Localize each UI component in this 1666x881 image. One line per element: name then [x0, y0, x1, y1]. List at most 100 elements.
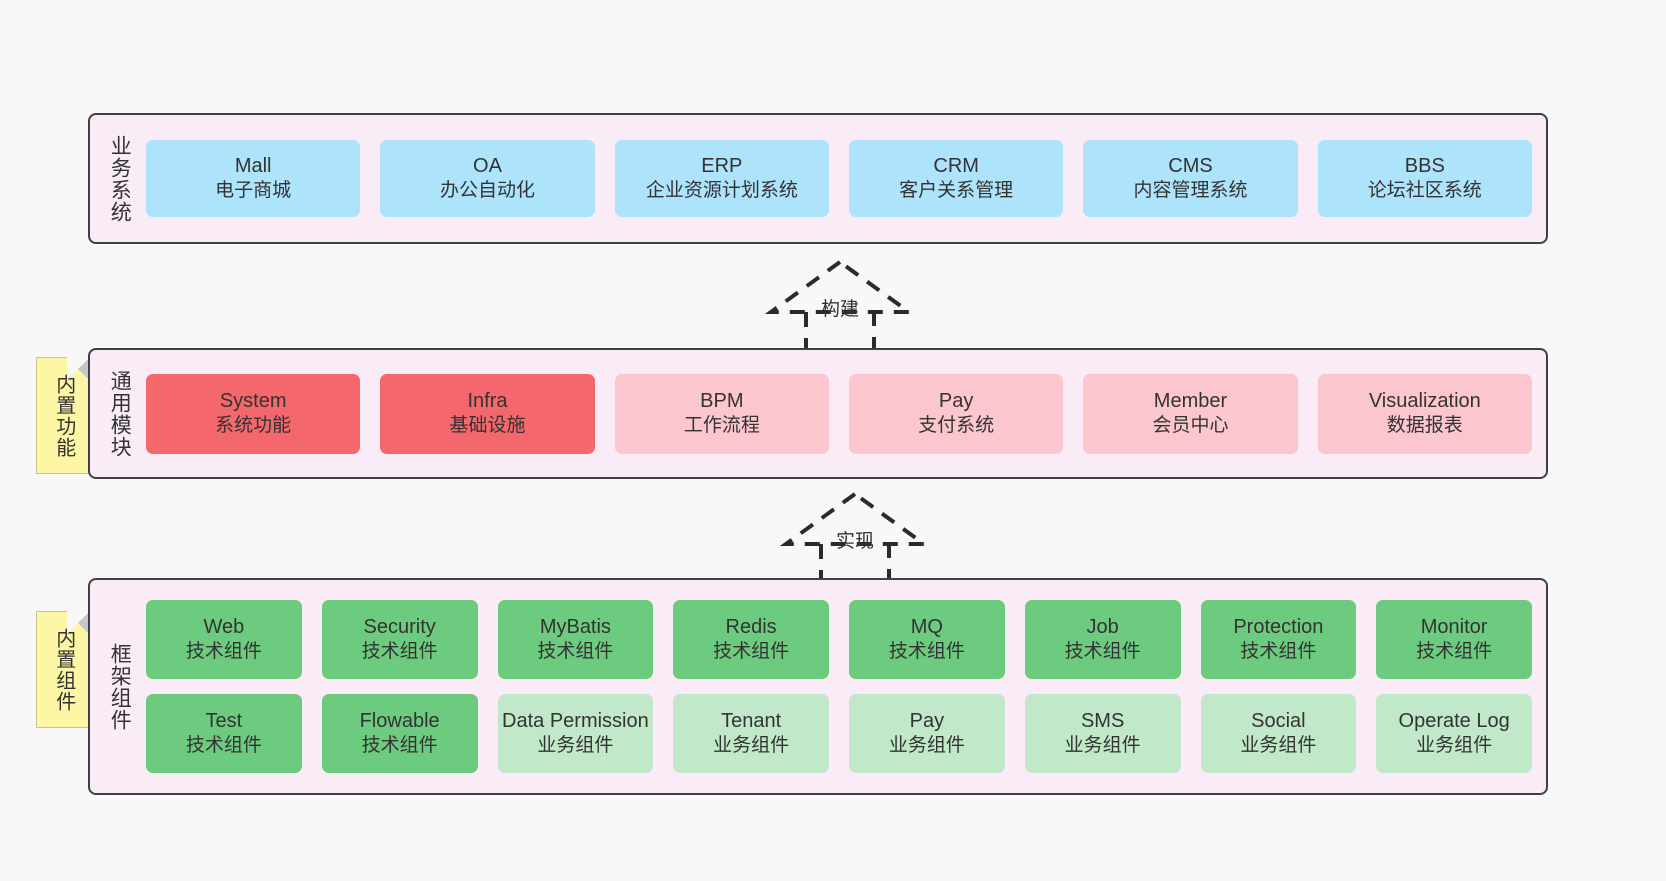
note-builtin-functions: 内置功能: [36, 357, 90, 474]
layer-title-modules: 通用模块: [108, 369, 132, 458]
card-name: Protection: [1233, 615, 1324, 638]
card-name: CRM: [933, 154, 979, 177]
card-sms[interactable]: SMS 业务组件: [1024, 694, 1181, 773]
layer-title-business: 业务系统: [108, 134, 132, 223]
card-mq[interactable]: MQ 技术组件: [849, 600, 1005, 679]
card-name: Operate Log: [1398, 709, 1510, 732]
arrowhead-triangle: [779, 491, 931, 546]
card-desc: 客户关系管理: [899, 180, 1014, 202]
layer-title-framework: 框架组件: [108, 642, 132, 731]
card-monitor[interactable]: Monitor 技术组件: [1376, 600, 1532, 679]
card-infra[interactable]: Infra 基础设施: [380, 373, 595, 454]
card-desc: 电子商城: [215, 180, 292, 202]
card-bbs[interactable]: BBS 论坛社区系统: [1317, 140, 1532, 217]
card-name: Tenant: [721, 709, 782, 732]
card-desc: 技术组件: [1064, 641, 1141, 663]
card-desc: 业务组件: [537, 735, 614, 757]
card-crm[interactable]: CRM 客户关系管理: [848, 140, 1064, 217]
card-pay-component[interactable]: Pay 业务组件: [849, 694, 1005, 773]
card-tenant[interactable]: Tenant 业务组件: [673, 694, 829, 773]
card-row: System 系统功能 Infra 基础设施 BPM 工作流程 Pay 支付系统…: [146, 373, 1532, 454]
card-flowable[interactable]: Flowable 技术组件: [321, 694, 478, 773]
card-name: CMS: [1168, 154, 1213, 177]
card-name: Visualization: [1368, 389, 1481, 412]
card-desc: 支付系统: [918, 415, 995, 437]
card-desc: 技术组件: [537, 641, 614, 663]
arrowhead-triangle: [764, 259, 916, 314]
card-name: Data Permission: [502, 709, 649, 732]
card-bpm[interactable]: BPM 工作流程: [614, 373, 829, 454]
card-desc: 业务组件: [1416, 735, 1493, 757]
card-name: ERP: [701, 154, 743, 177]
card-name: Member: [1153, 389, 1228, 412]
card-pay-module[interactable]: Pay 支付系统: [848, 373, 1064, 454]
card-desc: 系统功能: [215, 415, 292, 437]
layer-body-business: Mall 电子商城 OA 办公自动化 ERP 企业资源计划系统 CRM 客户关系…: [140, 115, 1546, 242]
layer-common-modules: 通用模块 System 系统功能 Infra 基础设施 BPM 工作流程 Pay…: [88, 348, 1548, 479]
card-member[interactable]: Member 会员中心: [1083, 373, 1298, 454]
card-oa[interactable]: OA 办公自动化: [380, 140, 595, 217]
card-visualization[interactable]: Visualization 数据报表: [1317, 373, 1532, 454]
card-test[interactable]: Test 技术组件: [146, 694, 302, 773]
card-row: Web 技术组件 Security 技术组件 MyBatis 技术组件 Redi…: [146, 600, 1532, 679]
card-social[interactable]: Social 业务组件: [1200, 694, 1357, 773]
card-mall[interactable]: Mall 电子商城: [146, 140, 361, 217]
card-name: MQ: [910, 615, 943, 638]
card-desc: 技术组件: [888, 641, 965, 663]
card-job[interactable]: Job 技术组件: [1024, 600, 1181, 679]
card-cms[interactable]: CMS 内容管理系统: [1083, 140, 1298, 217]
card-desc: 技术组件: [185, 735, 262, 757]
card-desc: 技术组件: [361, 735, 438, 757]
card-name: BPM: [700, 389, 744, 412]
card-desc: 技术组件: [361, 641, 438, 663]
card-name: Social: [1251, 709, 1306, 732]
card-name: System: [219, 389, 287, 412]
card-desc: 技术组件: [1416, 641, 1493, 663]
connector-build: 构建: [755, 258, 925, 354]
card-mybatis[interactable]: MyBatis 技术组件: [497, 600, 654, 679]
layer-framework-components: 框架组件 Web 技术组件 Security 技术组件 MyBatis 技术组件…: [88, 578, 1548, 795]
card-row: Mall 电子商城 OA 办公自动化 ERP 企业资源计划系统 CRM 客户关系…: [146, 140, 1532, 217]
card-desc: 业务组件: [1064, 735, 1141, 757]
card-desc: 办公自动化: [439, 180, 535, 202]
card-desc: 论坛社区系统: [1367, 180, 1482, 202]
arrow-shaft: [804, 312, 876, 352]
card-name: Mall: [234, 154, 272, 177]
card-name: Monitor: [1420, 615, 1488, 638]
card-desc: 业务组件: [1240, 735, 1317, 757]
card-web[interactable]: Web 技术组件: [146, 600, 302, 679]
card-desc: 技术组件: [1240, 641, 1317, 663]
card-name: MyBatis: [539, 615, 611, 638]
card-desc: 工作流程: [683, 415, 760, 437]
card-data-permission[interactable]: Data Permission 业务组件: [497, 694, 654, 773]
card-name: SMS: [1080, 709, 1125, 732]
card-desc: 业务组件: [713, 735, 790, 757]
arrow-shaft: [819, 544, 891, 584]
card-row: Test 技术组件 Flowable 技术组件 Data Permission …: [146, 694, 1532, 773]
card-desc: 业务组件: [888, 735, 965, 757]
connector-realize: 实现: [770, 490, 940, 586]
card-desc: 技术组件: [185, 641, 262, 663]
card-name: OA: [473, 154, 502, 177]
card-name: Redis: [725, 615, 777, 638]
card-erp[interactable]: ERP 企业资源计划系统: [614, 140, 829, 217]
card-desc: 基础设施: [449, 415, 526, 437]
card-name: Infra: [467, 389, 508, 412]
card-name: Test: [205, 709, 243, 732]
card-security[interactable]: Security 技术组件: [321, 600, 478, 679]
card-desc: 数据报表: [1386, 415, 1463, 437]
card-name: BBS: [1404, 154, 1445, 177]
note-builtin-components: 内置组件: [36, 611, 90, 728]
card-system[interactable]: System 系统功能: [146, 373, 361, 454]
card-desc: 企业资源计划系统: [645, 180, 798, 202]
card-desc: 内容管理系统: [1133, 180, 1248, 202]
card-protection[interactable]: Protection 技术组件: [1200, 600, 1357, 679]
card-name: Pay: [938, 389, 974, 412]
layer-body-framework: Web 技术组件 Security 技术组件 MyBatis 技术组件 Redi…: [140, 580, 1546, 793]
card-redis[interactable]: Redis 技术组件: [673, 600, 829, 679]
card-name: Flowable: [359, 709, 440, 732]
card-operate-log[interactable]: Operate Log 业务组件: [1376, 694, 1532, 773]
layer-body-modules: System 系统功能 Infra 基础设施 BPM 工作流程 Pay 支付系统…: [140, 350, 1546, 477]
layer-business-systems: 业务系统 Mall 电子商城 OA 办公自动化 ERP 企业资源计划系统 CRM…: [88, 113, 1548, 244]
